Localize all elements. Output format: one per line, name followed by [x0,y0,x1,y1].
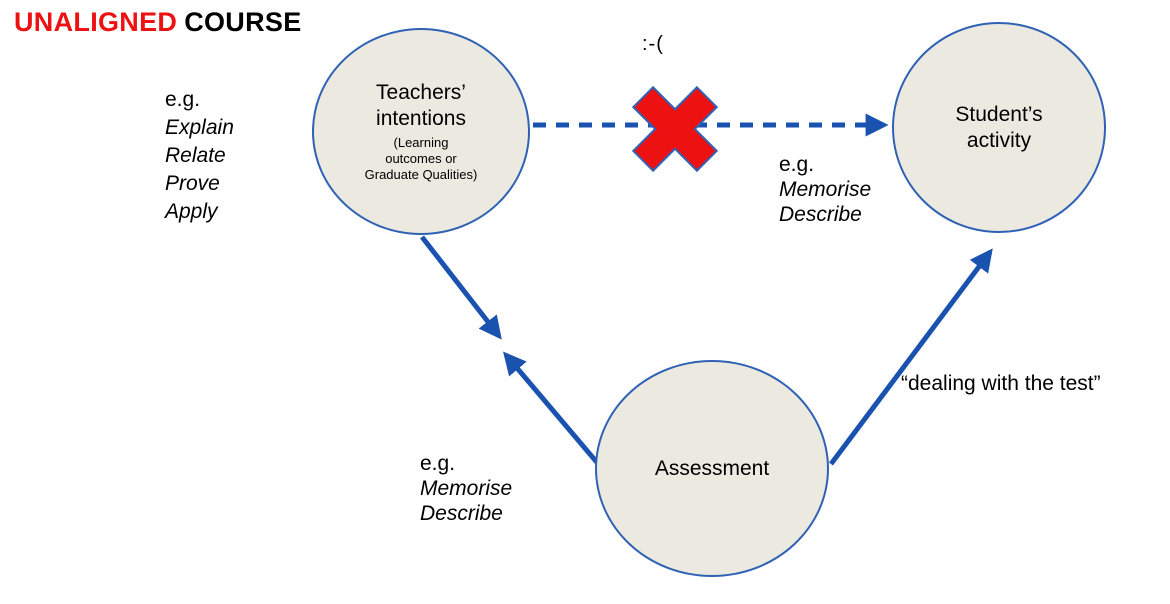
assessment-example-item: Describe [420,502,503,525]
teacher-example-item: Relate [165,144,226,167]
teacher-example-item: Explain [165,116,234,139]
students-node-title: Student’s activity [955,102,1042,154]
teacher-example-item: Prove [165,172,220,195]
teacher-example-item: Apply [165,200,218,223]
teachers-subtitle-line3: Graduate Qualities) [364,167,478,182]
student-example-item: Describe [779,203,862,226]
arrow-assessment-to-teachers [503,351,602,468]
dealing-with-test-quote: “dealing with the test” [901,372,1101,395]
node-students-activity: Student’s activity [892,22,1106,233]
student-examples: e.g. Memorise Describe [779,152,871,227]
node-teachers-intentions: Teachers’ intentions (Learning outcomes … [312,28,530,235]
assessment-examples-prefix: e.g. [420,452,456,475]
arrow-assessment-to-students [829,248,993,466]
sad-face-emoticon: :-( [642,33,664,55]
teachers-title-line1: Teachers’ [376,81,466,104]
title-rest: COURSE [184,7,302,37]
teachers-title-line2: intentions [376,107,466,130]
teacher-examples: e.g. Explain Relate Prove Apply [165,86,234,226]
red-cross-icon [631,85,719,173]
assessment-example-item: Memorise [420,477,513,500]
teachers-subtitle-line1: (Learning [393,135,449,150]
students-title-line2: activity [966,128,1032,152]
student-examples-prefix: e.g. [779,153,815,176]
node-assessment: Assessment [595,360,829,577]
teachers-node-subtitle: (Learning outcomes or Graduate Qualities… [365,135,478,183]
teachers-subtitle-line2: outcomes or [385,151,457,166]
students-title-line1: Student’s [955,102,1043,126]
student-example-item: Memorise [779,178,872,201]
teachers-node-title: Teachers’ intentions [376,80,466,132]
teacher-examples-prefix: e.g. [165,88,201,111]
assessment-examples: e.g. Memorise Describe [420,451,512,526]
arrow-teachers-to-assessment [420,235,502,340]
title-highlight: UNALIGNED [14,7,178,37]
assessment-node-title: Assessment [654,456,770,480]
